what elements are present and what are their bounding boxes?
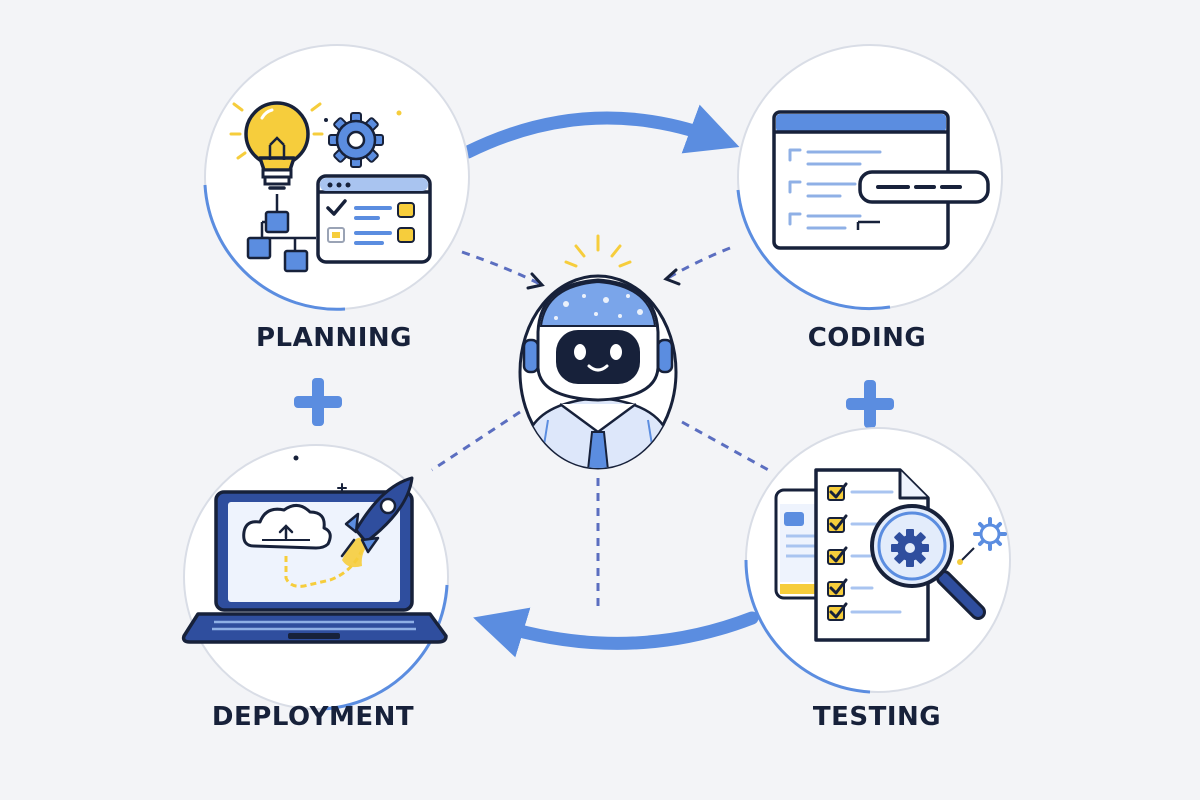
plus-icon xyxy=(294,378,342,426)
robot-assistant-icon xyxy=(518,234,678,470)
checklist-window-icon xyxy=(316,174,432,264)
connector-planning xyxy=(461,250,541,286)
dashed-connectors xyxy=(431,246,773,610)
connector-deployment xyxy=(431,410,521,472)
connector-arrowheads xyxy=(526,268,681,290)
connector-testing xyxy=(681,420,773,474)
planning-label: PLANNING xyxy=(255,323,413,353)
testing-label: TESTING xyxy=(812,702,942,732)
plus-icon xyxy=(846,380,894,428)
coding-label: CODING xyxy=(807,323,927,353)
magnifier-icon xyxy=(870,504,986,620)
cloud-upload-icon xyxy=(242,504,332,550)
rocket-icon xyxy=(340,476,414,568)
coding-stage xyxy=(736,44,1003,311)
gear-icon xyxy=(891,529,929,567)
lightbulb-icon xyxy=(229,101,324,190)
flowchart-icon xyxy=(246,194,316,273)
launch-trail xyxy=(284,549,364,588)
planning-stage xyxy=(203,44,470,311)
arrow-planning-to-coding xyxy=(461,104,740,159)
deployment-label: DEPLOYMENT xyxy=(211,702,415,732)
testing-stage xyxy=(744,427,1011,694)
gear-icon xyxy=(328,112,384,168)
gear-icon xyxy=(973,517,1007,551)
deployment-stage xyxy=(181,444,449,711)
connector-coding xyxy=(667,246,731,280)
arrow-testing-to-deployment xyxy=(473,607,759,658)
code-snippet-icon xyxy=(858,170,990,204)
